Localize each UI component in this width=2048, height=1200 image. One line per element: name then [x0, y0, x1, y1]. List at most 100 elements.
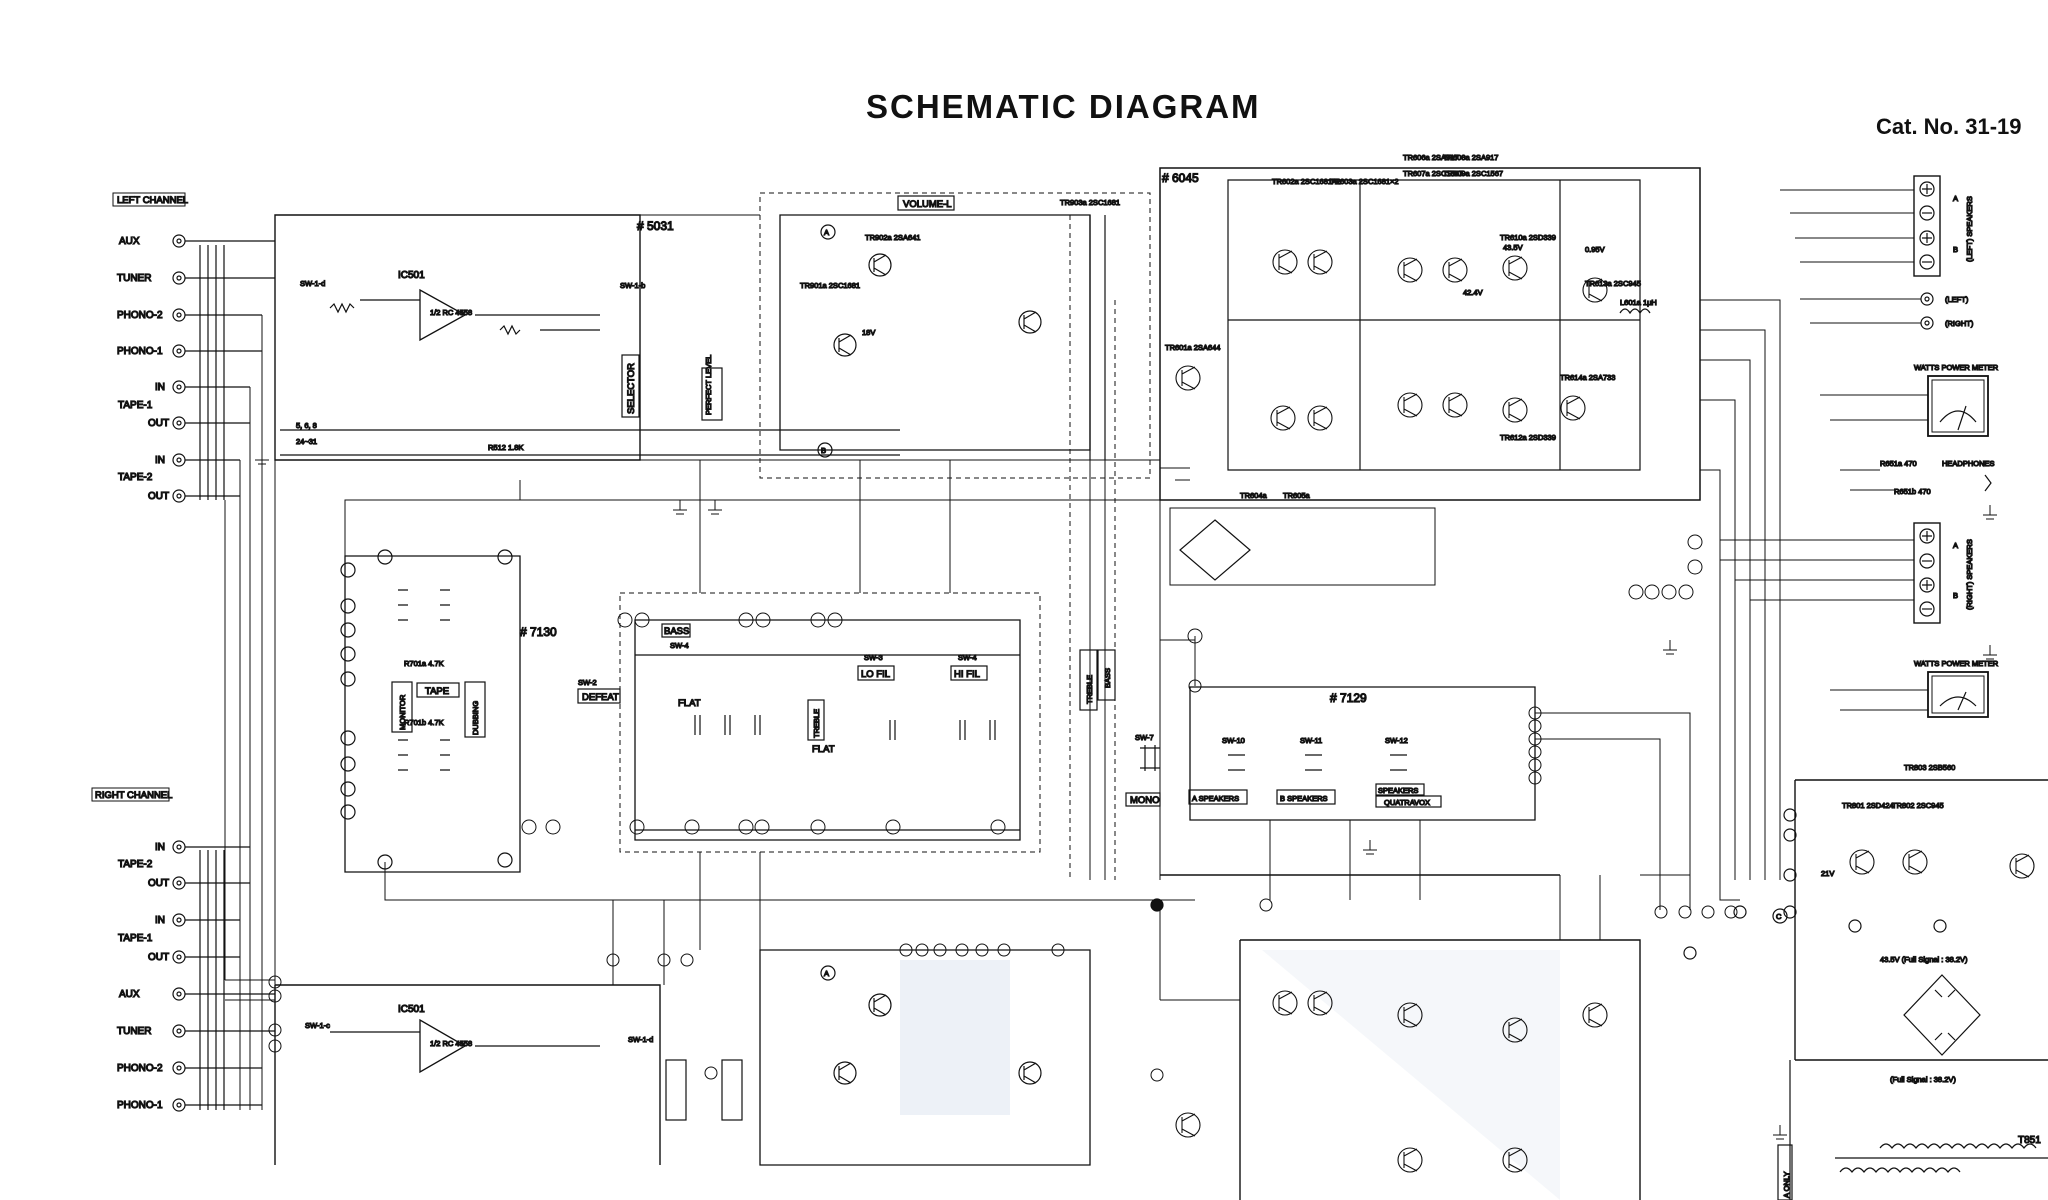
input-tape2-in-l: IN	[155, 455, 165, 466]
svg-text:B: B	[821, 446, 826, 455]
terminal-b-right: B	[1953, 591, 1958, 600]
sw1c-label: SW-1-c	[305, 1021, 330, 1030]
perfect-level-label: PERFECT LEVEL	[704, 355, 713, 415]
tr612a-label: TR612a 2SD339	[1500, 433, 1556, 442]
input-phono2-r: PHONO-2	[117, 1063, 163, 1074]
ic501-lower-label: IC501	[398, 1004, 425, 1015]
tr609a-label: TR609a 2SC1567	[1443, 169, 1503, 178]
tr802-label: TR802 2SC945	[1892, 801, 1944, 810]
catalog-number: Cat. No. 31-19	[1876, 114, 2022, 139]
svg-text:5, 6, 8: 5, 6, 8	[296, 421, 317, 430]
bass-v-label: BASS	[1103, 668, 1112, 688]
sw1d-label: SW-1-d	[300, 279, 325, 288]
defeat-label: DEFEAT	[582, 692, 619, 703]
svg-text:A: A	[824, 969, 829, 978]
sw10-label: SW-10	[1222, 736, 1245, 745]
bass-label: BASS	[664, 626, 689, 637]
opamp-lower-label: 1/2 RC 4558	[430, 1039, 472, 1048]
power-supply-section: TR803 2SB560 TR801 2SD424 TR802 2SC945 2…	[1683, 762, 2048, 1200]
tr902a-label: TR902a 2SA641	[865, 233, 920, 242]
meter1-label: WATTS POWER METER	[1914, 363, 1999, 372]
sw4-label: SW-4	[958, 653, 977, 662]
treble-label: TREBLE	[812, 709, 821, 738]
meter2-label: WATTS POWER METER	[1914, 659, 1999, 668]
r701b-label: R701b 4.7K	[404, 718, 444, 727]
tr606a-label: TR606a 2SA917	[1403, 153, 1458, 162]
board-7129-label: # 7129	[1330, 691, 1367, 705]
input-tape1-out-l: OUT	[148, 418, 169, 429]
tr901a-label: TR901a 2SC1681	[800, 281, 860, 290]
svg-text:R512 1.8K: R512 1.8K	[488, 443, 523, 452]
volume-section-lower: A	[759, 943, 1091, 1166]
board-5031-label: # 5031	[637, 219, 674, 233]
a-speakers-label: A SPEAKERS	[1192, 794, 1239, 803]
sw8-label: SW-7	[1135, 733, 1154, 742]
input-phono1-l: PHONO-1	[117, 346, 163, 357]
full-signal-label-2: (Full Signal : 38.2V)	[1890, 1075, 1956, 1084]
tr610a-label: TR610a 2SD339	[1500, 233, 1556, 242]
bus-wiring	[224, 189, 1928, 1110]
power-amp-lower	[1150, 874, 1738, 1200]
quatravox-label: QUATRAVOX	[1384, 798, 1430, 807]
speakers-label: SPEAKERS	[1378, 786, 1418, 795]
tr803-label: TR803 2SB560	[1904, 763, 1955, 772]
volume-l-label: VOLUME-L	[903, 199, 952, 210]
terminal-b-left: B	[1953, 245, 1958, 254]
tr903a-label: TR903a 2SC1681	[1060, 198, 1120, 207]
speakers-right-label: (RIGHT) SPEAKERS	[1965, 539, 1974, 610]
r651b-label: R651b 470	[1894, 487, 1931, 496]
vertical-tone-pots: TREBLE BASS	[1069, 215, 1116, 880]
volume-section: VOLUME-L A B TR901a 2SC1681 TR902a 2SA64…	[759, 192, 1151, 479]
board-7129-speaker-select: # 7129 SW-10 SW-11 SW-12 A SPEAKERS B SP…	[1188, 679, 1542, 821]
input-phono1-r: PHONO-1	[117, 1100, 163, 1111]
opamp-lower-symbol	[419, 1018, 467, 1074]
tape2-label-l: TAPE-2	[118, 472, 153, 483]
board-7130-label: # 7130	[520, 625, 557, 639]
monitor-label: MONITOR	[398, 694, 407, 730]
sw1d-lower-label: SW-1-d	[628, 1035, 653, 1044]
tr601a-label: TR601a 2SA644	[1165, 343, 1220, 352]
r651a-label: R651a 470	[1880, 459, 1917, 468]
page-title: SCHEMATIC DIAGRAM	[866, 88, 1261, 125]
speaker-terminals: A B (LEFT) SPEAKERS A B (RIGHT) SPEAKERS…	[1913, 175, 1975, 624]
tr605a-label: TR605a	[1283, 491, 1311, 500]
tr607a-label: TR607a 2SC1567	[1403, 169, 1463, 178]
mono-label: MONO	[1130, 795, 1160, 806]
voltage-43-5: 43.5V	[1503, 243, 1523, 252]
tape1-label-l: TAPE-1	[118, 400, 153, 411]
board-6045-label: # 6045	[1162, 171, 1199, 185]
opamp-upper-symbol	[419, 288, 467, 342]
ic501-upper-label: IC501	[398, 270, 425, 281]
input-tape1-in-l: IN	[155, 382, 165, 393]
left-channel-label: LEFT CHANNEL	[117, 195, 188, 206]
input-tape1-out-r: OUT	[148, 952, 169, 963]
tr801-label: TR801 2SD424	[1842, 801, 1894, 810]
input-tape1-in-r: IN	[155, 915, 165, 926]
tr613a-label: TR613a 2SC945	[1585, 279, 1641, 288]
mono-switch: SW-7 MONO	[1125, 732, 1161, 807]
sw11-label: SW-11	[1300, 736, 1322, 745]
voltage-0-95: 0.95V	[1585, 245, 1605, 254]
power-meters: WATTS POWER METER WATTS POWER METER R651…	[1879, 362, 1999, 718]
tr614a-label: TR614a 2SA733	[1560, 373, 1615, 382]
tr604a-label: TR604a	[1240, 491, 1268, 500]
sw2-label: SW-2	[578, 678, 597, 687]
svg-text:R701a 4.7K: R701a 4.7K	[404, 659, 444, 668]
input-tape2-out-r: OUT	[148, 878, 169, 889]
left-out-label: (LEFT)	[1945, 295, 1969, 304]
right-channel-label: RIGHT CHANNEL	[95, 790, 172, 801]
tr608a-label: TR608a 2SA917	[1443, 153, 1498, 162]
input-tape2-out-l: OUT	[148, 491, 169, 502]
sw3-label: SW-3	[864, 653, 883, 662]
right-out-label: (RIGHT)	[1945, 319, 1974, 328]
tone-control-section: BASS SW-4 FLAT FLAT TREBLE LO FIL SW-3 H…	[521, 592, 1041, 853]
dubbing-label: DUBBING	[471, 701, 480, 735]
sw12-label: SW-12	[1385, 736, 1408, 745]
board-5031-upper: # 5031 IC501 1/2 RC 4558 SW-1-d SW-1-b S…	[274, 214, 900, 461]
tr603a-label: TR603a 2SC1681×2	[1330, 177, 1399, 186]
sw1b-label: SW-1-b	[620, 281, 645, 290]
a-only-label: A ONLY	[1782, 1171, 1791, 1198]
sw7-label: SW-4	[670, 641, 689, 650]
board-5031-lower: IC501 1/2 RC 4558 SW-1-c SW-1-d	[268, 953, 743, 1165]
